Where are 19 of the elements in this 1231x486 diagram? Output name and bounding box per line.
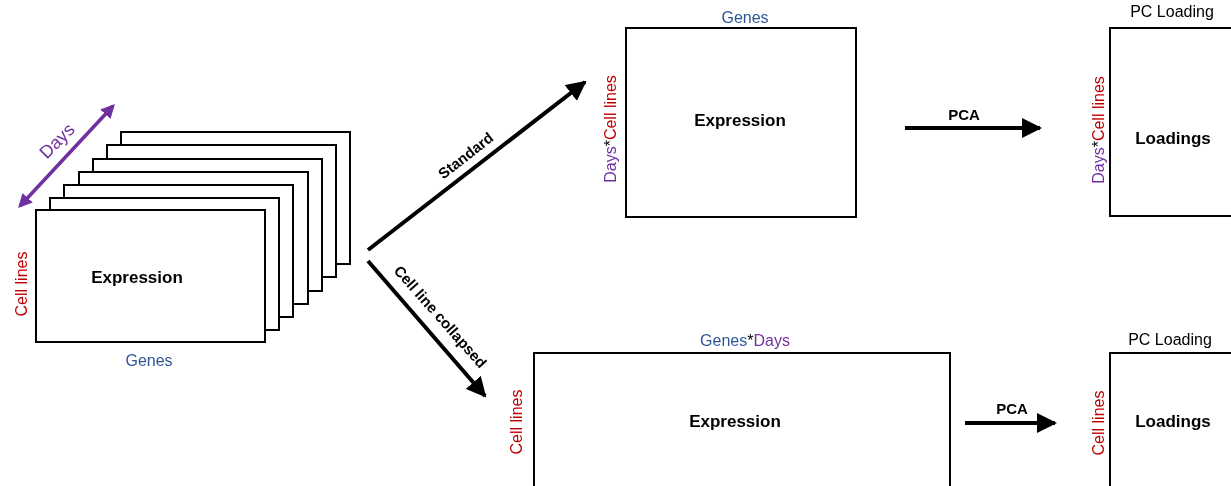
arrow — [366, 259, 487, 398]
matrix-title: Loadings — [1135, 129, 1211, 149]
row-axis-label: Cell lines — [1091, 390, 1107, 456]
arrow — [965, 413, 1057, 433]
row-axis-label: Cell lines — [14, 251, 30, 317]
row-axis-label: Days*Cell lines — [603, 75, 619, 183]
column-axis-label: PC Loading — [1130, 4, 1214, 20]
matrix-title: Expression — [91, 268, 183, 288]
arrow — [366, 80, 587, 252]
matrix-title: Loadings — [1135, 412, 1211, 432]
column-axis-label: Genes — [721, 10, 769, 26]
matrix-title: Expression — [689, 412, 781, 432]
arrow — [905, 118, 1042, 138]
column-axis-label: PC Loading — [1128, 332, 1212, 348]
row-axis-label: Cell lines — [509, 389, 525, 455]
row-axis-label: Days*Cell lines — [1091, 76, 1107, 184]
column-axis-label: Genes*Days — [700, 333, 790, 349]
column-axis-label: Genes — [125, 353, 173, 369]
matrix-title: Expression — [694, 111, 786, 131]
